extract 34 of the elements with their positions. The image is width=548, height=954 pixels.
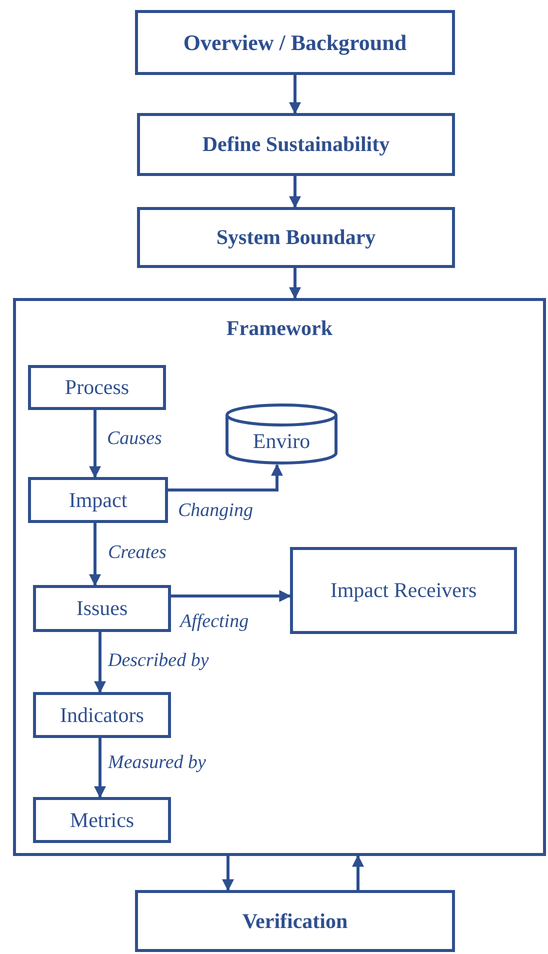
process-box: [290, 547, 517, 634]
box-label: Process: [64, 374, 130, 401]
process-box: [137, 113, 455, 176]
box-label: Impact Receivers: [330, 577, 477, 604]
process-box: [28, 365, 166, 410]
arrow: [289, 75, 301, 114]
process-box: [135, 890, 455, 952]
arrow: [168, 464, 283, 492]
box-label: Impact: [68, 486, 128, 514]
arrow: [89, 410, 101, 478]
process-box: [135, 10, 455, 75]
arrow: [289, 176, 301, 208]
process-box: [137, 207, 455, 268]
arrow: [171, 590, 292, 602]
process-box: [28, 477, 168, 523]
box-label: Enviro: [252, 428, 310, 454]
arrow: [289, 268, 301, 300]
arrow: [94, 632, 106, 694]
box-label: Verification: [242, 908, 348, 934]
process-box: [33, 797, 171, 843]
box-label: Issues: [76, 595, 128, 622]
arrow: [94, 738, 106, 798]
arrow: [89, 523, 101, 586]
box-label: Indicators: [60, 702, 144, 728]
process-box: [33, 585, 171, 632]
database-cylinder: [225, 403, 338, 465]
process-box: [33, 692, 171, 738]
box-label: Metrics: [70, 806, 134, 834]
arrow: [222, 856, 234, 892]
box-label: Define Sustainability: [202, 131, 390, 158]
box-label: System Boundary: [216, 224, 376, 251]
container-title: Framework: [225, 315, 334, 342]
box-label: Overview / Background: [183, 28, 407, 56]
arrow: [352, 854, 364, 890]
